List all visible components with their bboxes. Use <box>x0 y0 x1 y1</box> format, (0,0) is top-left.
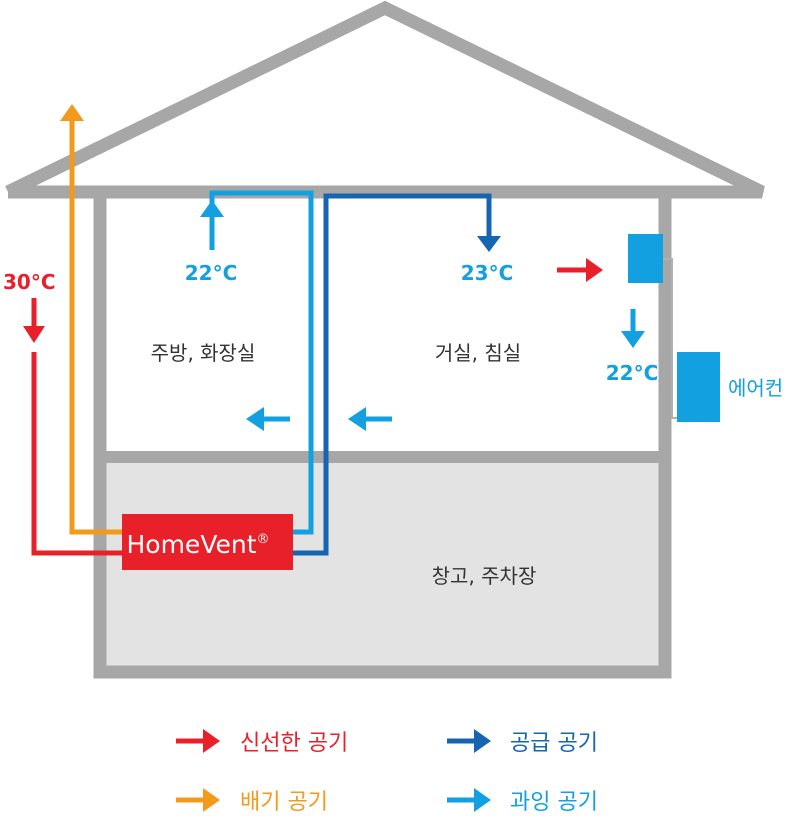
homevent-name-text: HomeVent <box>126 530 256 559</box>
legend: 신선한 공기 공급 공기 배기 공기 과잉 공기 <box>176 729 598 815</box>
house-structure <box>5 0 765 679</box>
supply-air-line <box>292 193 492 556</box>
roof <box>5 0 765 199</box>
fresh-air-duct <box>31 298 123 556</box>
living-room-label: 거실, 침실 <box>435 341 521 365</box>
homevent-unit: HomeVent® <box>122 514 293 570</box>
kitchen-room-label: 주방, 화장실 <box>151 341 256 365</box>
exhaust-up-arrow-icon <box>60 104 84 121</box>
supply-air-duct <box>292 193 492 556</box>
legend-exhaust-arrow-icon <box>203 788 220 812</box>
legend-exhaust-label: 배기 공기 <box>240 790 328 815</box>
fresh-air-line <box>31 352 123 556</box>
exhaust-air-line <box>69 118 123 535</box>
homevent-box <box>122 514 293 570</box>
air-conditioner <box>557 234 720 422</box>
kitchen-transfer-left-arrow-icon <box>246 407 264 431</box>
ac-out-temp-label: 22°C <box>606 361 659 385</box>
transfer-arrows <box>246 407 392 431</box>
ac-incoming-right-arrow-icon <box>586 258 603 282</box>
legend-supply-arrow-icon <box>474 729 491 753</box>
legend-fresh-arrow-icon <box>203 729 220 753</box>
ac-connector-line <box>663 258 677 419</box>
house-walls <box>93 196 672 679</box>
exhaust-air-duct <box>69 118 123 535</box>
legend-extract-label: 과잉 공기 <box>510 790 598 815</box>
homevent-name: HomeVent® <box>126 530 269 559</box>
ac-outdoor-unit <box>677 352 720 422</box>
ac-indoor-unit <box>628 234 663 283</box>
legend-fresh-label: 신선한 공기 <box>240 731 348 756</box>
outside-temp-label: 30°C <box>3 270 56 294</box>
living-supply-temp-label: 23°C <box>461 261 514 285</box>
living-transfer-left-arrow-icon <box>348 407 366 431</box>
homevent-reg-mark: ® <box>257 532 270 547</box>
legend-extract-arrow-icon <box>474 788 491 812</box>
ac-outflow-down-arrow-icon <box>621 331 645 348</box>
ac-label: 에어컨 <box>728 376 783 400</box>
kitchen-extract-up-arrow-icon <box>200 200 224 217</box>
legend-supply-label: 공급 공기 <box>510 731 598 756</box>
fresh-air-down-arrow-icon <box>23 326 45 343</box>
garage-room-label: 창고, 주차장 <box>432 564 537 588</box>
kitchen-vent-temp-label: 22°C <box>185 261 238 285</box>
living-supply-down-arrow-icon <box>477 236 501 252</box>
